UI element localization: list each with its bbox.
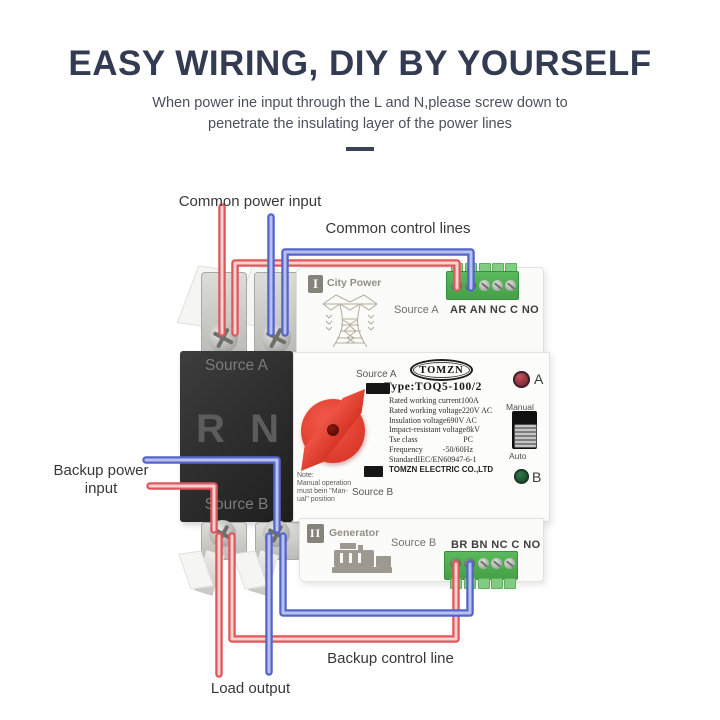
brand-logo: TOMZN: [410, 359, 473, 381]
source-b-label-bottom: Source B: [391, 537, 437, 549]
terminal-screw-no: [505, 280, 516, 291]
spec-value: 690V AC: [446, 415, 477, 425]
mid-source-b-label: Source B: [352, 487, 394, 498]
callout-common-control-lines: Common control lines: [325, 220, 471, 237]
spec-label: Tse class: [389, 435, 418, 445]
mid-source-a-label: Source A: [356, 369, 397, 380]
terminal-screw-nc2: [478, 558, 489, 569]
transmission-tower-icon: [322, 294, 378, 348]
position-indicator-a: [366, 383, 390, 394]
terminal-tab: [491, 578, 503, 589]
knob-hub-screw: [327, 424, 339, 436]
spec-label: Insulation voltage: [389, 415, 447, 425]
spec-label: Rated working current: [389, 396, 461, 405]
subtitle-line-1: When power ine input through the L and N…: [152, 95, 568, 111]
roman-numeral-two-icon: II: [307, 524, 324, 543]
company-name: TOMZN ELECTRIC CO.,LTD: [389, 465, 494, 474]
spec-value: PC: [463, 435, 473, 445]
led-b-label: B: [532, 469, 542, 485]
wire-backup-power-live: [146, 482, 218, 534]
note-line: Manual operation: [297, 480, 352, 487]
spec-value: 220V AC: [461, 405, 493, 415]
model-number: Type:TOQ5-100/2: [383, 381, 483, 393]
spec-value: 8kV: [466, 425, 480, 435]
title-divider: [346, 147, 374, 151]
roman-numeral-one-icon: I: [308, 275, 323, 293]
callout-backup-power-input: Backup power input: [53, 462, 149, 497]
led-indicator-b: [514, 469, 529, 484]
spec-label: Rated working voltage: [389, 405, 462, 415]
source-a-label-top: Source A: [394, 304, 439, 316]
terminal-screw-c: [492, 280, 503, 291]
wire-backup-power-neutral: [142, 456, 281, 534]
terminal-screw-c2: [491, 558, 502, 569]
breaker-pole-n: N: [250, 407, 279, 451]
subtitle-line-2: penetrate the insulating layer of the po…: [208, 116, 512, 132]
page-title: EASY WIRING, DIY BY YOURSELF: [68, 44, 652, 83]
led-a-label: A: [534, 371, 544, 387]
spec-label: Frequency: [389, 444, 423, 454]
note-line: Note:: [297, 472, 314, 479]
breaker-source-a-label: Source A: [205, 357, 268, 374]
breaker-pole-r: R: [196, 407, 225, 451]
spec-value: IEC/EN60947-6-1: [417, 454, 477, 464]
callout-backup-control-line: Backup control line: [327, 650, 454, 667]
auto-label: Auto: [509, 451, 527, 461]
terminal-screw-nc: [479, 280, 490, 291]
switch-thumb: [514, 424, 537, 448]
terminal-labels-top: AR AN NC C NO: [450, 304, 540, 316]
breaker-source-b-label: Source B: [204, 496, 269, 513]
spec-label: Standard: [389, 454, 418, 464]
wire-backup-control-neutral: [279, 532, 474, 617]
spec-row: Tse class PC: [389, 435, 473, 445]
terminal-labels-bottom: BR BN NC C NO: [451, 539, 541, 551]
spec-value: -50/60Hz: [442, 444, 473, 454]
manual-label: Manual: [506, 402, 534, 412]
city-power-label: City Power: [327, 277, 382, 289]
note-line: ual" position: [297, 496, 335, 503]
spec-value: 100A: [460, 396, 479, 405]
spec-label: Impact-resistant voltage: [389, 425, 467, 435]
wire-backup-control-live: [228, 532, 460, 643]
generator-label: Generator: [329, 527, 380, 539]
led-indicator-a: [513, 371, 530, 388]
spec-row: Frequency -50/60Hz: [389, 445, 473, 455]
wire-common-control-live: [231, 259, 461, 337]
manual-note: Note: Manual operation must bein "Man- u…: [297, 472, 355, 504]
terminal-tab: [504, 578, 516, 589]
note-line: must bein "Man-: [297, 488, 348, 495]
wire-common-control-neutral: [281, 248, 475, 337]
callout-load-output: Load output: [210, 680, 291, 697]
terminal-screw-no2: [504, 558, 515, 569]
callout-common-power-input: Common power input: [178, 193, 322, 210]
terminal-tab: [478, 578, 490, 589]
position-indicator-b: [364, 466, 383, 477]
